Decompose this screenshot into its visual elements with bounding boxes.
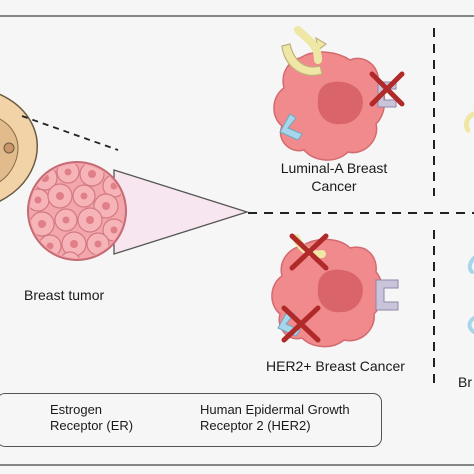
cross-mark-icon xyxy=(369,71,405,107)
partial-cell-icon xyxy=(467,256,474,274)
her2-receptor-icon-active xyxy=(375,279,399,311)
her2-cell xyxy=(271,233,399,348)
legend-item-estrogen: Estrogen Receptor (ER) xyxy=(50,402,133,435)
legend-her2-line1: Human Epidermal Growth xyxy=(200,402,350,417)
estrogen-receptor-icon xyxy=(279,113,303,141)
luminal-a-cell xyxy=(273,26,405,161)
cut-off-subtype-label: Br xyxy=(458,374,472,390)
yellow-receptor-arm xyxy=(294,26,322,64)
legend-her2-line2: Receptor 2 (HER2) xyxy=(200,418,311,434)
partial-cell-icon xyxy=(463,111,474,133)
luminal-a-label-line2: Cancer xyxy=(311,177,357,194)
breast-illustration xyxy=(0,93,38,202)
legend-box xyxy=(0,393,382,447)
breast-tumor-illustration xyxy=(27,161,127,261)
zoom-cone xyxy=(113,169,250,255)
luminal-a-label: Luminal-A Breast Cancer xyxy=(281,160,388,195)
luminal-a-label-line1: Luminal-A Breast xyxy=(280,160,388,176)
her2-receptor-icon xyxy=(377,81,397,108)
breast-tumor-label: Breast tumor xyxy=(24,287,105,303)
legend-estrogen-line1: Estrogen xyxy=(50,402,103,417)
zoom-line xyxy=(21,115,119,151)
legend-item-her2: Human Epidermal Growth Receptor 2 (HER2) xyxy=(200,402,350,435)
cross-mark-icon xyxy=(281,233,329,343)
legend-estrogen-line2: Receptor (ER) xyxy=(50,418,134,434)
her2-cancer-label: HER2+ Breast Cancer xyxy=(266,358,405,374)
partial-cell-icon xyxy=(467,316,474,334)
